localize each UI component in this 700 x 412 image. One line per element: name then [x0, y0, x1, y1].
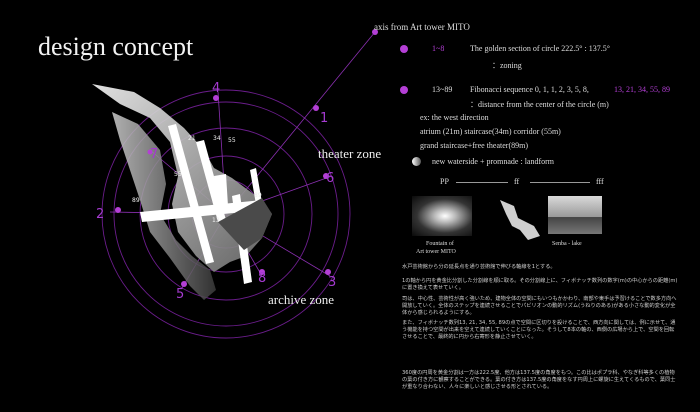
note-1: 水戸芸術館から分の延長点を通り芸術館で伸びる軸線を1とする。: [402, 264, 556, 270]
landform-shadow: [112, 112, 216, 300]
photo-fountain-caption-2: Art tower MITO: [416, 249, 456, 255]
golden-number-labels: 1 2 3 4 5 6 7 8: [96, 81, 336, 302]
fib-55-west: 55: [174, 171, 182, 178]
dark-mass: [218, 198, 272, 250]
golden-number-3: 3: [328, 275, 336, 290]
golden-number-1: 1: [320, 111, 328, 126]
example-direction: ex: the west direction: [420, 113, 489, 122]
fib-55: 55: [228, 137, 236, 144]
fib-34: 34: [213, 135, 221, 142]
note-5: 360度の円周を黄金分割は一方は222.5度、他方は137.5度の角度をもつ。こ…: [402, 370, 676, 390]
fib-range: 13~89: [432, 85, 453, 94]
pp-ff-arrow: [456, 182, 508, 183]
example-row-1: atrium (21m) staircase(34m) corridor (55…: [420, 127, 561, 136]
golden-sub: ：zoning: [492, 61, 522, 70]
archive-zone-label: archive zone: [268, 292, 335, 307]
fib-21: 21: [188, 135, 196, 142]
photo-senba-lake: [548, 196, 602, 234]
golden-points: [115, 29, 378, 287]
golden-number-4: 4: [212, 81, 220, 96]
fib-13: 13: [212, 217, 220, 224]
fibonacci-number-labels: 13 21 34 55 89 89 55: [132, 135, 262, 224]
golden-number-5: 5: [176, 287, 184, 302]
fib-89-east: 89: [254, 192, 262, 199]
golden-number-2: 2: [96, 207, 104, 222]
golden-number-8: 8: [258, 271, 266, 286]
page-title: design concept: [38, 32, 194, 61]
fib-sub: ：distance from the center of the circle …: [470, 100, 609, 109]
fib-legend-dot: [400, 86, 408, 94]
golden-number-7: 7: [150, 147, 158, 162]
fff-label: fff: [596, 177, 604, 186]
golden-text: The golden section of circle 222.5° : 13…: [470, 44, 610, 53]
pp-label: PP: [440, 177, 449, 186]
note-4: また、フィボナッチ数列13, 21, 34, 55, 89の点で空間に区切りを設…: [402, 320, 676, 340]
theater-zone-label: theater zone: [318, 146, 382, 161]
golden-number-6: 6: [326, 171, 334, 186]
photo-fountain-caption-1: Fountain of: [426, 241, 454, 247]
photo-senba-caption: Senba - lake: [552, 241, 582, 247]
note-2: 1の軸から円を黄金比分割した分割線を順に取る。その分割線上に、フィボナッチ数列の…: [402, 278, 678, 291]
fib-text: Fibonacci sequence 0, 1, 1, 2, 3, 5, 8,: [470, 85, 589, 94]
ff-label: ff: [514, 177, 520, 186]
note-3: 司は、中心性、芸術性が高く強いため、建物全体の空間にもいつもかかわり、南部や東手…: [402, 296, 677, 316]
example-row-2: grand staircase+free theater(89m): [420, 141, 529, 150]
fib-highlight: 13, 21, 34, 55, 89: [614, 85, 670, 94]
landform-sketch: [500, 200, 540, 240]
golden-range: 1~8: [432, 44, 445, 53]
fib-89: 89: [132, 197, 140, 204]
ff-fff-arrow: [530, 182, 590, 183]
axis-label: axis from Art tower MITO: [374, 22, 470, 32]
photo-fountain: [412, 196, 472, 236]
golden-legend-dot: [400, 45, 408, 53]
waterside-legend-dot: [412, 157, 421, 166]
waterside-text: new waterside + promnade : landform: [432, 157, 555, 166]
